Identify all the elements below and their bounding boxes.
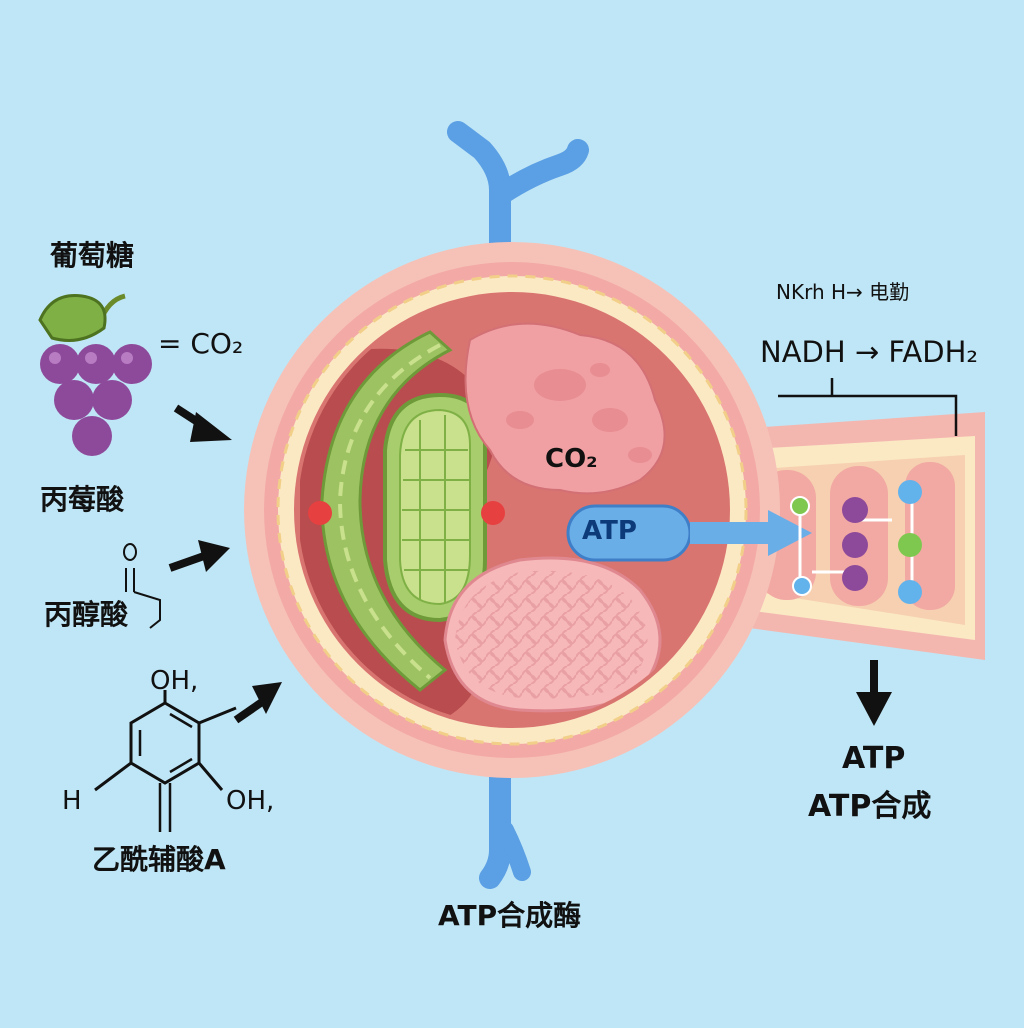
pyruvate-label: 丙莓酸 [40, 483, 125, 516]
pyruvic-bond-icon [123, 543, 161, 629]
arrow-icon-1 [173, 404, 232, 442]
blood-vessel-bottom [479, 749, 531, 889]
atp-synthase-label: ATP合成酶 [438, 899, 582, 932]
outer-chloroplast-band [320, 330, 453, 692]
nucleus-blob [464, 322, 666, 495]
pyruvic-acid-label: 丙醇酸 [44, 598, 129, 631]
top-small-label: NKrh H→ 电勤 [776, 280, 910, 304]
acetyl-coa-label: 乙酰辅酸A [92, 843, 226, 876]
nadh-bracket [778, 378, 958, 436]
chloroplast [383, 392, 487, 623]
mesh-organelle [443, 556, 662, 713]
blood-vessel-top [447, 121, 589, 271]
red-dot-right [481, 501, 505, 525]
co2-center-label: CO₂ [545, 444, 598, 474]
atp-right-label: ATP [842, 741, 906, 776]
grapes-icon [38, 293, 152, 456]
atp-pill [566, 504, 812, 562]
arrow-icon-3 [233, 682, 282, 724]
arrow-icon-2 [168, 540, 230, 572]
glucose-label: 葡萄糖 [50, 239, 135, 272]
oh-top-label: OH, [150, 666, 199, 696]
atp-pill-label: ATP [582, 516, 637, 546]
oh-right-label: OH, [226, 786, 275, 816]
h-label: H [62, 786, 82, 816]
co2-left-label: = CO₂ [158, 327, 244, 360]
atp-synthesis-label: ATP合成 [808, 789, 932, 824]
acetyl-structure-icon [94, 690, 237, 832]
red-dot-left [308, 501, 332, 525]
electron-carriers [790, 480, 922, 604]
arrow-down-icon [856, 660, 892, 726]
nadh-fadh-label: NADH → FADH₂ [760, 335, 979, 369]
